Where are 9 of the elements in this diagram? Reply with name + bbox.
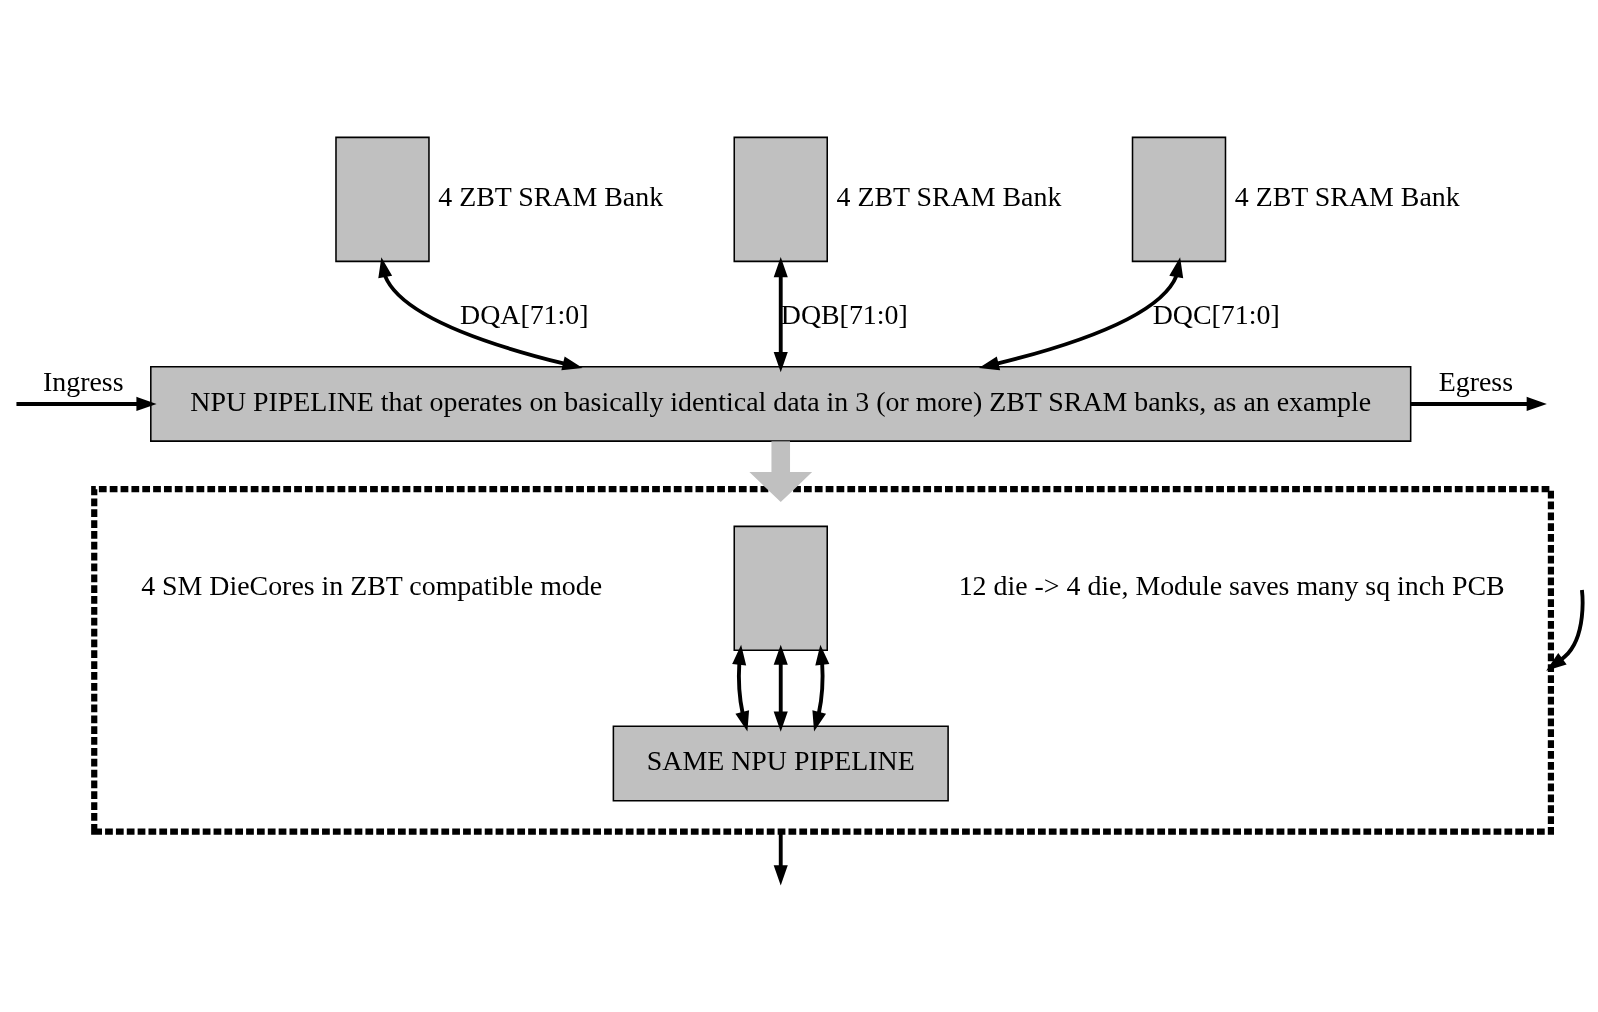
edge-label: Egress: [1438, 365, 1514, 397]
label: 4 SM DieCores in ZBT compatible mode: [141, 570, 603, 602]
label: 12 die -> 4 die, Module saves many sq inch PCB: [958, 570, 1505, 602]
node-label: 4 ZBT SRAM Bank: [836, 181, 1062, 213]
edge-label: DQA[71:0]: [460, 298, 589, 330]
node-label: 4 ZBT SRAM Bank: [438, 181, 664, 213]
edge-label: Ingress: [43, 365, 124, 397]
node-label: 4 ZBT SRAM Bank: [1234, 181, 1460, 213]
edge-label: DQC[71:0]: [1152, 298, 1280, 330]
